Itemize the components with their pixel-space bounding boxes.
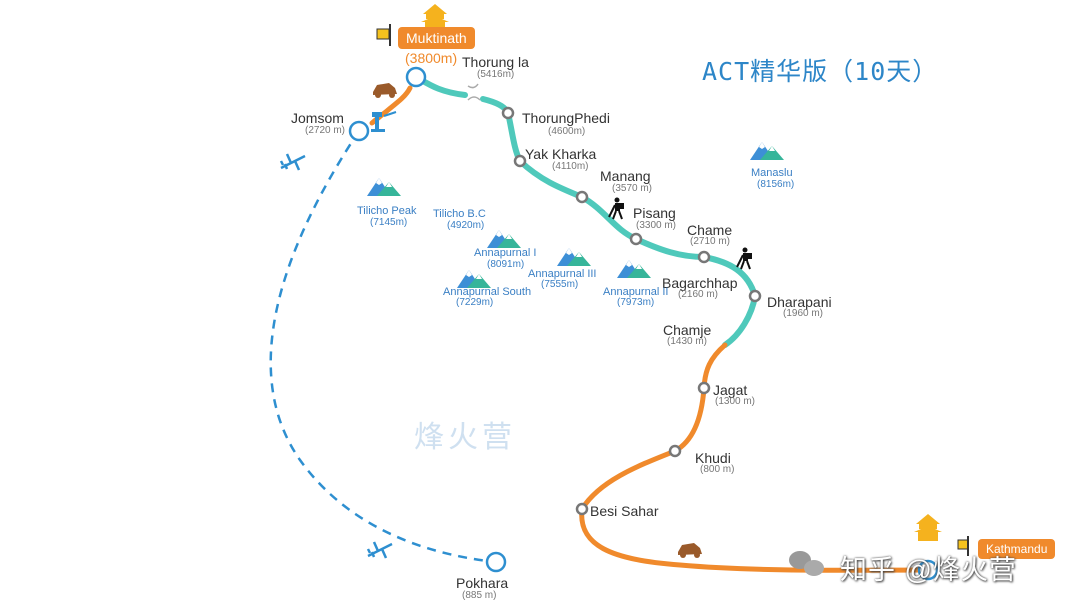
- pass-icon: [467, 83, 481, 101]
- chame-alt: (2710 m): [690, 236, 731, 247]
- tilicho-peak-mountain-icon: [367, 178, 401, 196]
- annapurna-3-alt: (7555m): [541, 279, 579, 290]
- jagat-alt: (1300 m): [715, 396, 756, 407]
- muktinath-marker[interactable]: [405, 66, 427, 88]
- annapurna-south-label: Annapurnal South: [443, 286, 532, 298]
- pokhara-marker[interactable]: [485, 551, 507, 573]
- hiker-icon: [608, 196, 625, 220]
- annapurna-3-label: Annapurnal III: [528, 268, 597, 280]
- thorung-phedi-label: ThorungPhedi: [522, 110, 610, 126]
- dharapani-label: Dharapani: [767, 294, 832, 310]
- kathmandu-flag-icon: [957, 536, 969, 556]
- thorung-phedi-alt: (4600m): [548, 126, 586, 137]
- thorung-la-alt: (5416m): [477, 69, 515, 80]
- muktinath-flag-icon: [376, 24, 391, 46]
- bagarchhap-alt: (2160 m): [678, 289, 719, 300]
- airport-icon: [371, 111, 397, 132]
- manaslu-label: Manaslu: [751, 167, 793, 179]
- jomsom-alt: (2720 m): [305, 125, 346, 136]
- yak-kharka-label: Yak Kharka: [525, 146, 597, 162]
- manaslu-alt: (8156m): [757, 179, 795, 190]
- chamje-alt: (1430 m): [667, 336, 708, 347]
- yak-kharka-alt: (4110m): [552, 161, 589, 172]
- kathmandu-label[interactable]: Kathmandu: [978, 539, 1056, 559]
- muktinath-alt: (3800m): [405, 50, 458, 66]
- map-title: ACT精华版（10天）: [702, 57, 939, 86]
- tilicho-bc-label: Tilicho B.C: [433, 208, 486, 220]
- pisang-alt: (3300 m): [636, 220, 677, 231]
- khudi-alt: (800 m): [700, 464, 735, 475]
- plane-icon: [279, 152, 307, 172]
- pokhara-alt: (885 m): [462, 590, 497, 601]
- annapurna-south-alt: (7229m): [456, 297, 494, 308]
- chame-label: Chame: [687, 222, 733, 238]
- manaslu-mountain-icon: [750, 142, 784, 160]
- chamje-label: Chamje: [663, 322, 712, 338]
- annapurna-2-label: Annapurnal II: [603, 286, 669, 298]
- annapurna-3-mountain-icon: [557, 248, 591, 266]
- car-icon: [678, 543, 702, 558]
- kathmandu-temple-icon: [914, 514, 942, 541]
- manang-label: Manang: [600, 168, 651, 184]
- kathmandu-marker[interactable]: [917, 559, 939, 581]
- pisang-label: Pisang: [633, 205, 676, 221]
- tilicho-peak-alt: (7145m): [370, 217, 408, 228]
- flight-route: [269, 130, 497, 564]
- tilicho-peak-label: Tilicho Peak: [357, 205, 417, 217]
- dharapani-alt: (1960 m): [783, 308, 824, 319]
- bagarchhap-label: Bagarchhap: [662, 275, 738, 291]
- pokhara-label: Pokhara: [456, 575, 509, 591]
- annapurna-2-mountain-icon: [617, 260, 651, 278]
- muktinath-label[interactable]: Muktinath: [398, 27, 475, 49]
- jagat-label: Jagat: [713, 382, 748, 398]
- plane-icon: [366, 540, 394, 560]
- stops: [501, 106, 762, 516]
- annapurna-1-mountain-icon: [487, 230, 521, 248]
- jomsom-marker[interactable]: [348, 120, 370, 142]
- hiker-icon: [736, 246, 753, 270]
- thorung-la-label: Thorung la: [462, 54, 529, 70]
- khudi-label: Khudi: [695, 450, 731, 466]
- watermark: 烽火营: [414, 421, 516, 454]
- manang-alt: (3570 m): [612, 183, 653, 194]
- jomsom-label: Jomsom: [291, 110, 344, 126]
- besi-sahar-label: Besi Sahar: [590, 503, 659, 519]
- annapurna-1-label: Annapurnal I: [474, 247, 537, 259]
- footer-watermark: 知乎 @烽火营: [840, 555, 1017, 585]
- annapurna-2-alt: (7973m): [617, 297, 655, 308]
- tilicho-bc-alt: (4920m): [447, 220, 485, 231]
- wechat-icon: [789, 551, 824, 576]
- drive-route: [579, 342, 931, 573]
- annapurna-1-alt: (8091m): [487, 259, 525, 270]
- car-icon: [373, 83, 397, 98]
